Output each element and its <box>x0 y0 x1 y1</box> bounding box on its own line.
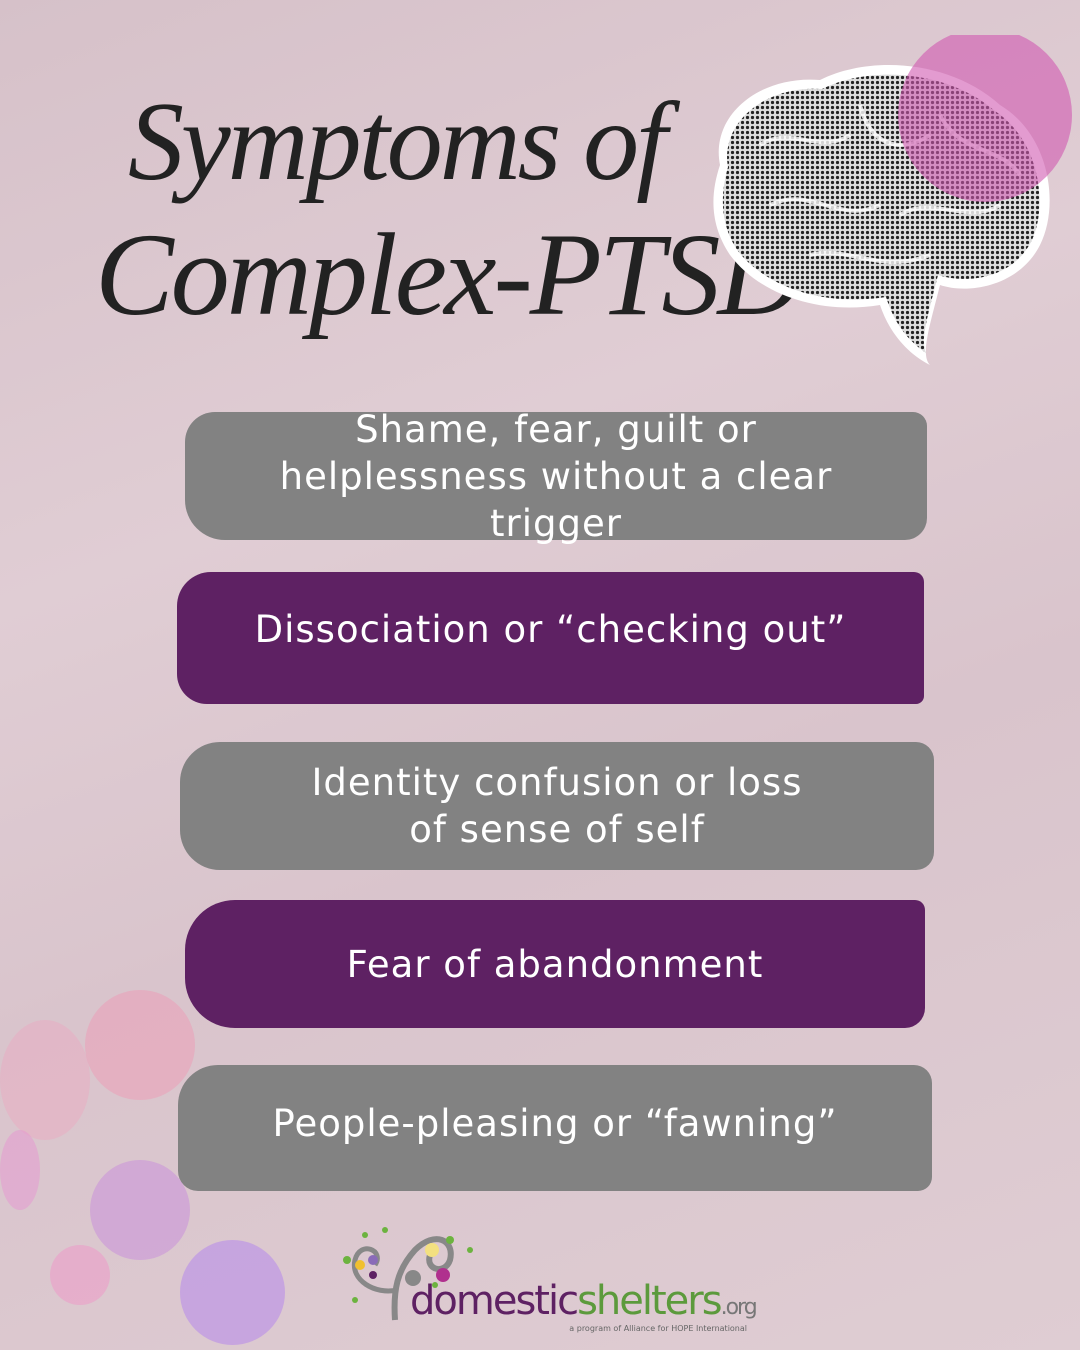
logo-word-shelters: shelters <box>577 1278 722 1324</box>
symptom-fear-of-abandonment: Fear of abandonment <box>185 900 925 1028</box>
tree-icon <box>343 1227 473 1321</box>
domesticshelters-logo: domesticshelters.org a program of Allian… <box>335 1210 758 1340</box>
logo-wordmark: domesticshelters.org <box>410 1278 758 1324</box>
bokeh-decoration <box>50 1245 110 1305</box>
title-line-2: Complex-PTSD <box>95 209 803 340</box>
logo-tagline: a program of Alliance for HOPE Internati… <box>569 1324 747 1333</box>
symptom-shame: Shame, fear, guilt or helplessness witho… <box>185 408 927 545</box>
logo-word-domestic: domestic <box>410 1278 579 1324</box>
symptom-dissociation: Dissociation or “checking out” <box>177 572 924 704</box>
logo-word-org: .org <box>720 1295 758 1320</box>
symptom-identity-confusion: Identity confusion or loss of sense of s… <box>180 742 934 870</box>
title-line-1: Symptoms of <box>128 80 667 204</box>
bokeh-decoration <box>0 1020 90 1140</box>
bokeh-decoration <box>85 990 195 1100</box>
symptom-people-pleasing: People-pleasing or “fawning” <box>178 1065 932 1191</box>
bokeh-decoration <box>0 1130 40 1210</box>
bokeh-decoration <box>90 1160 190 1260</box>
brain-illustration <box>713 35 1072 366</box>
bokeh-decoration <box>180 1240 285 1345</box>
